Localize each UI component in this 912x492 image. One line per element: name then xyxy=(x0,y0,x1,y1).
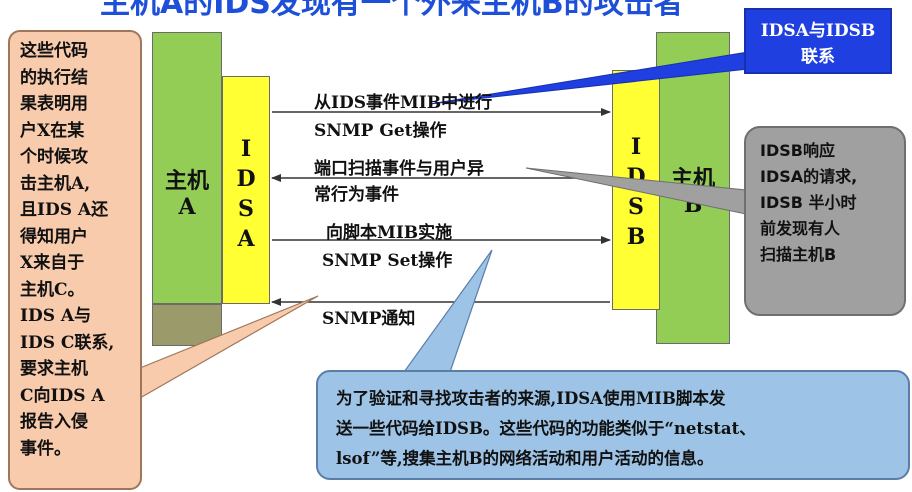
idsa-label: I D S A xyxy=(236,136,256,252)
bottom-callout-line3: lsof”等,搜集主机B的网络活动和用户活动的信息。 xyxy=(336,449,714,468)
host-a-box xyxy=(152,32,222,304)
msg-snmp-set-line2: SNMP Set操作 xyxy=(322,251,453,271)
left-callout-pointer xyxy=(139,295,319,400)
left-callout-text: 这些代码 的执行结 果表明用 户X在某 个时候攻 击主机A, 且IDS A还 得… xyxy=(20,41,115,459)
bottom-callout-line2: 送一些代码给IDSB。这些代码的功能类似于“netstat、 xyxy=(336,419,756,438)
blue-callout-line1: IDSA与IDSB xyxy=(760,21,876,41)
left-callout: 这些代码 的执行结 果表明用 户X在某 个时候攻 击主机A, 且IDS A还 得… xyxy=(8,30,142,490)
msg-snmp-notify: SNMP通知 xyxy=(322,309,416,329)
gray-callout: IDSB响应 IDSA的请求, IDSB 半小时 前发现有人 扫描主机B xyxy=(744,126,906,316)
slide-title: 主机A的IDS发现有一个外来主机B的攻击者 xyxy=(100,0,684,21)
msg-snmp-get-line2: SNMP Get操作 xyxy=(314,121,447,141)
host-a-label: 主机 A xyxy=(164,168,209,221)
msg-port-scan-line1: 端口扫描事件与用户异 xyxy=(314,159,484,179)
idsa-box xyxy=(222,76,270,304)
msg-snmp-get-line1: 从IDS事件MIB中进行 xyxy=(314,93,493,113)
gray-callout-pointer xyxy=(525,167,747,215)
bottom-callout: 为了验证和寻找攻击者的来源,IDSA使用MIB脚本发 送一些代码给IDSB。这些… xyxy=(316,370,910,480)
msg-port-scan-line2: 常行为事件 xyxy=(314,185,399,205)
blue-callout-line2: 联系 xyxy=(801,47,835,67)
bottom-callout-line1: 为了验证和寻找攻击者的来源,IDSA使用MIB脚本发 xyxy=(336,389,726,408)
msg-snmp-set-line1: 向脚本MIB实施 xyxy=(326,223,453,243)
blue-callout: IDSA与IDSB 联系 xyxy=(744,8,892,74)
